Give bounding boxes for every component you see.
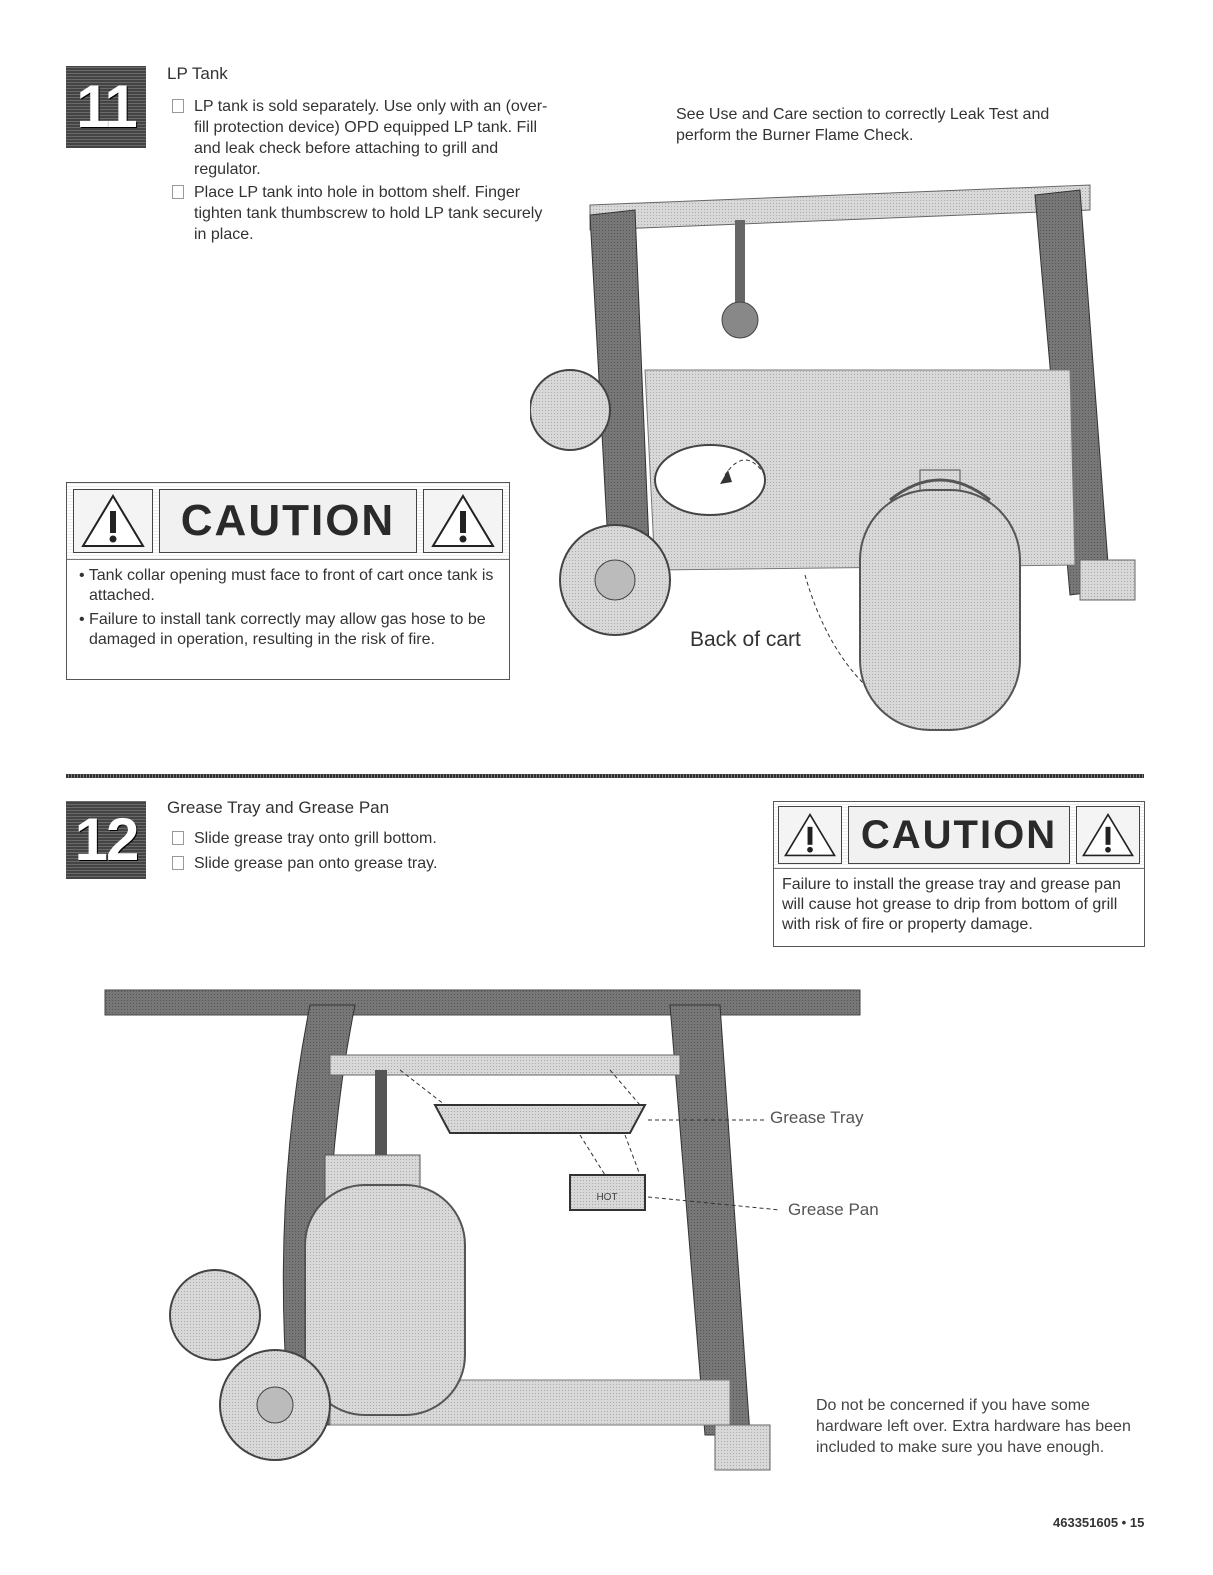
checkbox-icon bbox=[172, 831, 184, 845]
leftover-hardware-note: Do not be concerned if you have some har… bbox=[816, 1397, 1131, 1456]
cart-grease-illustration: HOT bbox=[104, 989, 861, 1471]
step-12-list: Slide grease tray onto grill bottom. Sli… bbox=[170, 828, 550, 874]
checkbox-icon bbox=[172, 856, 184, 870]
caution-heading: CAUTION bbox=[159, 489, 417, 553]
warning-triangle-icon bbox=[778, 806, 842, 864]
caution-bullet: • Tank collar opening must face to front… bbox=[79, 567, 494, 604]
figure-label-back-of-cart: Back of cart bbox=[688, 628, 803, 652]
step-11-list: LP tank is sold separately. Use only wit… bbox=[170, 96, 550, 245]
grease-tray-label: Grease Tray bbox=[770, 1108, 864, 1127]
leak-test-note: See Use and Care section to correctly Le… bbox=[676, 106, 1050, 144]
warning-triangle-icon bbox=[423, 489, 503, 553]
step-11-item: Place LP tank into hole in bottom shelf.… bbox=[170, 182, 550, 245]
step-12-item: Slide grease pan onto grease tray. bbox=[170, 853, 550, 874]
caution-body: • Tank collar opening must face to front… bbox=[67, 560, 509, 660]
caution-heading: CAUTION bbox=[848, 806, 1070, 864]
pan-marking: HOT bbox=[596, 1192, 617, 1203]
step-11-title: LP Tank bbox=[167, 64, 228, 83]
checkbox-icon bbox=[172, 99, 184, 113]
step-12-title: Grease Tray and Grease Pan bbox=[167, 798, 390, 817]
caution-bullet: • Failure to install tank correctly may … bbox=[79, 611, 486, 648]
caution-header: CAUTION bbox=[67, 483, 509, 560]
warning-triangle-icon bbox=[73, 489, 153, 553]
grease-pan-label: Grease Pan bbox=[788, 1200, 879, 1219]
cart-tank-illustration bbox=[530, 184, 1136, 731]
caution-box-tank: CAUTION • Tank collar opening must face … bbox=[66, 482, 510, 680]
section-divider bbox=[66, 774, 1144, 778]
checkbox-icon bbox=[172, 185, 184, 199]
caution-body: Failure to install the grease tray and g… bbox=[782, 876, 1121, 933]
step-number-11: 11 bbox=[66, 66, 146, 148]
caution-box-grease: CAUTION Failure to install the grease tr… bbox=[773, 801, 1145, 947]
caution-header: CAUTION bbox=[774, 802, 1144, 869]
step-11-item: LP tank is sold separately. Use only wit… bbox=[170, 96, 550, 180]
step-12-item: Slide grease tray onto grill bottom. bbox=[170, 828, 550, 849]
page-number: 463351605 • 15 bbox=[1053, 1515, 1145, 1530]
step-number-12: 12 bbox=[66, 801, 146, 879]
warning-triangle-icon bbox=[1076, 806, 1140, 864]
